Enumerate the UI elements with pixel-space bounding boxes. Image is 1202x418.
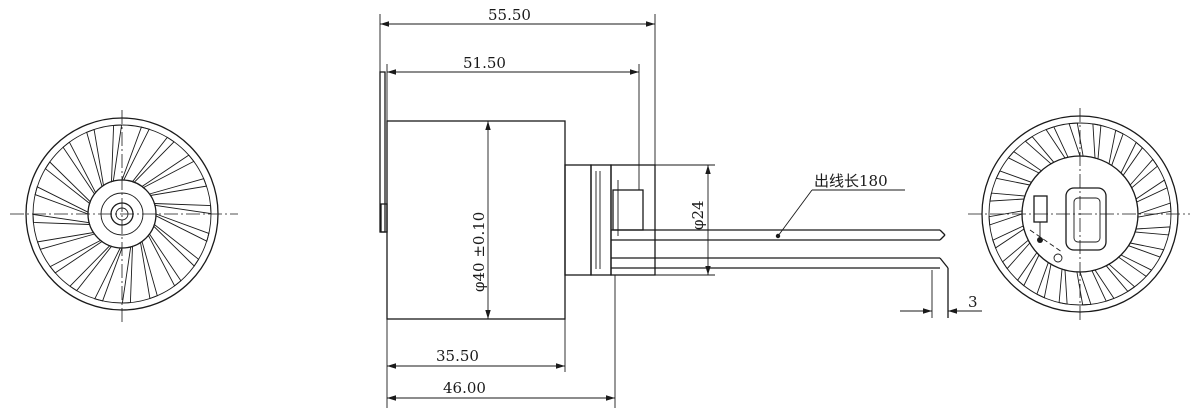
rear-hidden-line [1029, 229, 1063, 253]
rear-blade [1127, 242, 1165, 258]
wire-2-tip [939, 257, 949, 269]
rear-cap [564, 164, 592, 276]
rear-motor-face [1021, 155, 1139, 273]
rear-connector-inner [1073, 197, 1101, 243]
front-blade [140, 240, 158, 300]
lead-note-label: 出线长180 [814, 172, 888, 190]
rear-blade [1135, 179, 1168, 203]
wire-1-tip [939, 229, 946, 236]
front-blade [111, 124, 123, 183]
rear-blade [1137, 202, 1172, 218]
rear-blade [1007, 150, 1043, 174]
rear-blade [988, 210, 1023, 226]
rear-blade [1134, 226, 1171, 236]
rear-inner-ring [988, 122, 1172, 306]
front-view-fan [10, 110, 238, 322]
rear-solder-point [1037, 237, 1043, 243]
rear-blade [992, 225, 1025, 249]
dim-lead-gap-label: 3 [968, 293, 978, 311]
rear-blade [1092, 123, 1102, 160]
rear-blade [1036, 261, 1052, 299]
front-blade [36, 232, 96, 250]
dim-body-to-lead-label: 51.50 [463, 54, 506, 72]
front-blade [153, 203, 212, 215]
front-blade [121, 126, 150, 181]
rear-blade [1068, 122, 1084, 157]
front-blade [86, 128, 104, 188]
dim-housing-length [386, 275, 566, 408]
front-blade [69, 245, 113, 292]
dim-body-to-lead [386, 64, 640, 190]
plate-tab [380, 203, 388, 233]
dim-total-length [387, 275, 616, 408]
rear-blade [1016, 251, 1040, 287]
front-blade [32, 213, 91, 225]
rear-blade [1091, 269, 1115, 302]
dim-overall-length-label: 55.50 [488, 6, 531, 24]
front-hub-ring [100, 192, 144, 236]
front-hub-outer [87, 179, 157, 249]
rear-connector [1065, 187, 1107, 251]
rear-terminal [1033, 195, 1048, 223]
wire-1-tip2 [939, 234, 946, 241]
rear-view-fan [968, 108, 1190, 322]
dim-total-length-label: 46.00 [443, 379, 486, 397]
front-blade [131, 136, 175, 183]
rear-blade [1129, 158, 1158, 189]
front-blade [34, 186, 89, 215]
rear-blade [1024, 136, 1055, 165]
dim-overall-length [379, 14, 656, 165]
rear-blade [1045, 126, 1069, 159]
rear-blade [1002, 239, 1031, 270]
front-blade [94, 247, 123, 302]
front-blade [121, 245, 133, 304]
front-shaft-ring [110, 202, 134, 226]
front-outer-ring [25, 117, 219, 311]
rear-blade [1117, 254, 1153, 278]
front-shaft [115, 207, 129, 221]
rear-blade [1076, 271, 1092, 306]
front-blade [153, 223, 200, 267]
rear-blade [1120, 141, 1144, 177]
dim-diameter-hub-label: φ24 [689, 200, 707, 230]
lead-note-leader [775, 189, 905, 239]
front-blade [155, 213, 210, 242]
front-blade [148, 178, 208, 196]
connector-block [612, 189, 644, 231]
rear-hole [1053, 253, 1063, 263]
rear-blade [1108, 129, 1124, 167]
rear-blade [1058, 268, 1068, 305]
dim-diameter-hub [655, 164, 715, 276]
dim-housing-length-label: 35.50 [436, 347, 479, 365]
rear-step [590, 164, 612, 276]
rear-hub [610, 164, 656, 276]
rear-blade [989, 192, 1026, 202]
rear-blade [1105, 263, 1136, 292]
dim-diameter-body-label: φ40 ±0.10 [470, 212, 488, 292]
rear-blade [995, 170, 1033, 186]
front-blade [44, 161, 91, 205]
rear-outer-ring [981, 115, 1179, 313]
side-view [379, 71, 949, 320]
